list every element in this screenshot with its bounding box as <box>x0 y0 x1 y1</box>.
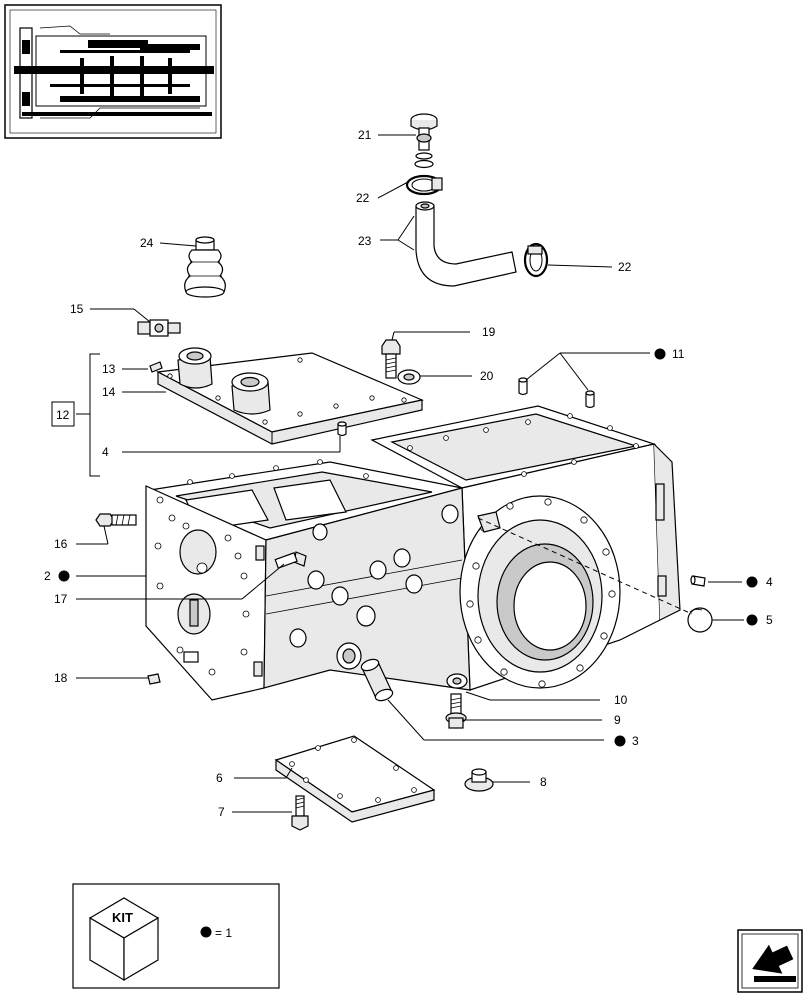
callout-20: 20 <box>480 369 494 383</box>
transmission-section-icon <box>14 25 214 119</box>
callout-18: 18 <box>54 671 68 685</box>
screw-13 <box>149 361 163 373</box>
locator-thumbnail <box>4 4 222 139</box>
callout-3: 3 <box>632 734 639 748</box>
pin-4-cover <box>337 421 347 437</box>
callout-6: 6 <box>216 771 223 785</box>
callout-23: 23 <box>358 234 372 248</box>
transmission-housing <box>145 405 681 701</box>
breather-cap <box>410 113 438 151</box>
alignment-dashed-line <box>477 517 693 615</box>
breather-washers <box>414 152 434 169</box>
bolt-7 <box>291 795 309 831</box>
kit-dot-4 <box>746 576 758 588</box>
callout-15: 15 <box>70 302 84 316</box>
callout-10: 10 <box>614 693 628 707</box>
pin-4-right <box>690 575 706 587</box>
callout-4-cover: 4 <box>102 445 109 459</box>
kit-dot-5 <box>746 614 758 626</box>
navigation-arrow-icon[interactable] <box>737 929 803 993</box>
bushing-3 <box>360 658 394 702</box>
bolt-16 <box>95 513 137 527</box>
hose-clamp-lower <box>523 242 549 278</box>
kit-marker-dots <box>58 348 758 747</box>
bolt-9 <box>445 693 467 729</box>
breather-hose <box>415 201 517 287</box>
callout-24: 24 <box>140 236 154 250</box>
plug-8 <box>464 768 494 792</box>
callout-21: 21 <box>358 128 372 142</box>
callout-19: 19 <box>482 325 496 339</box>
callout-16: 16 <box>54 537 68 551</box>
callout-8: 8 <box>540 775 547 789</box>
callout-12-box <box>51 401 75 427</box>
kit-dot-11 <box>654 348 666 360</box>
callout-4-right: 4 <box>766 575 773 589</box>
kit-legend: KIT = 1 <box>72 883 280 989</box>
top-cover-plate <box>156 347 424 445</box>
callout-labels: 21 22 23 22 24 15 19 11 13 20 14 12 4 16… <box>44 128 773 819</box>
pin-18 <box>147 673 161 685</box>
fitting-union <box>137 319 181 337</box>
kit-dot-2 <box>58 570 70 582</box>
callout-5: 5 <box>766 613 773 627</box>
callout-22-upper: 22 <box>356 191 370 205</box>
kit-label: KIT <box>112 910 133 925</box>
bolt-19 <box>381 339 401 379</box>
callout-11: 11 <box>672 347 685 361</box>
callout-7: 7 <box>218 805 225 819</box>
callout-17: 17 <box>54 592 68 606</box>
callout-22-lower: 22 <box>618 260 632 274</box>
hose-clamp-upper <box>405 174 443 196</box>
callout-13: 13 <box>102 362 116 376</box>
bolt-17 <box>274 551 307 569</box>
leader-lines <box>76 134 744 813</box>
dowel-pins-11 <box>518 377 595 409</box>
kit-dot-3 <box>614 735 626 747</box>
washer-10 <box>446 673 468 689</box>
callout-9: 9 <box>614 713 621 727</box>
kit-cube-icon <box>88 897 160 982</box>
callout-14: 14 <box>102 385 116 399</box>
callout-12: 12 <box>56 408 70 422</box>
callout-2: 2 <box>44 569 51 583</box>
washer-20 <box>397 369 421 385</box>
plug-5 <box>687 607 713 633</box>
rubber-boot <box>184 236 226 298</box>
kit-legend-dot <box>200 926 212 938</box>
bottom-cover-plate <box>274 735 436 823</box>
kit-equals-text: = 1 <box>215 926 232 940</box>
